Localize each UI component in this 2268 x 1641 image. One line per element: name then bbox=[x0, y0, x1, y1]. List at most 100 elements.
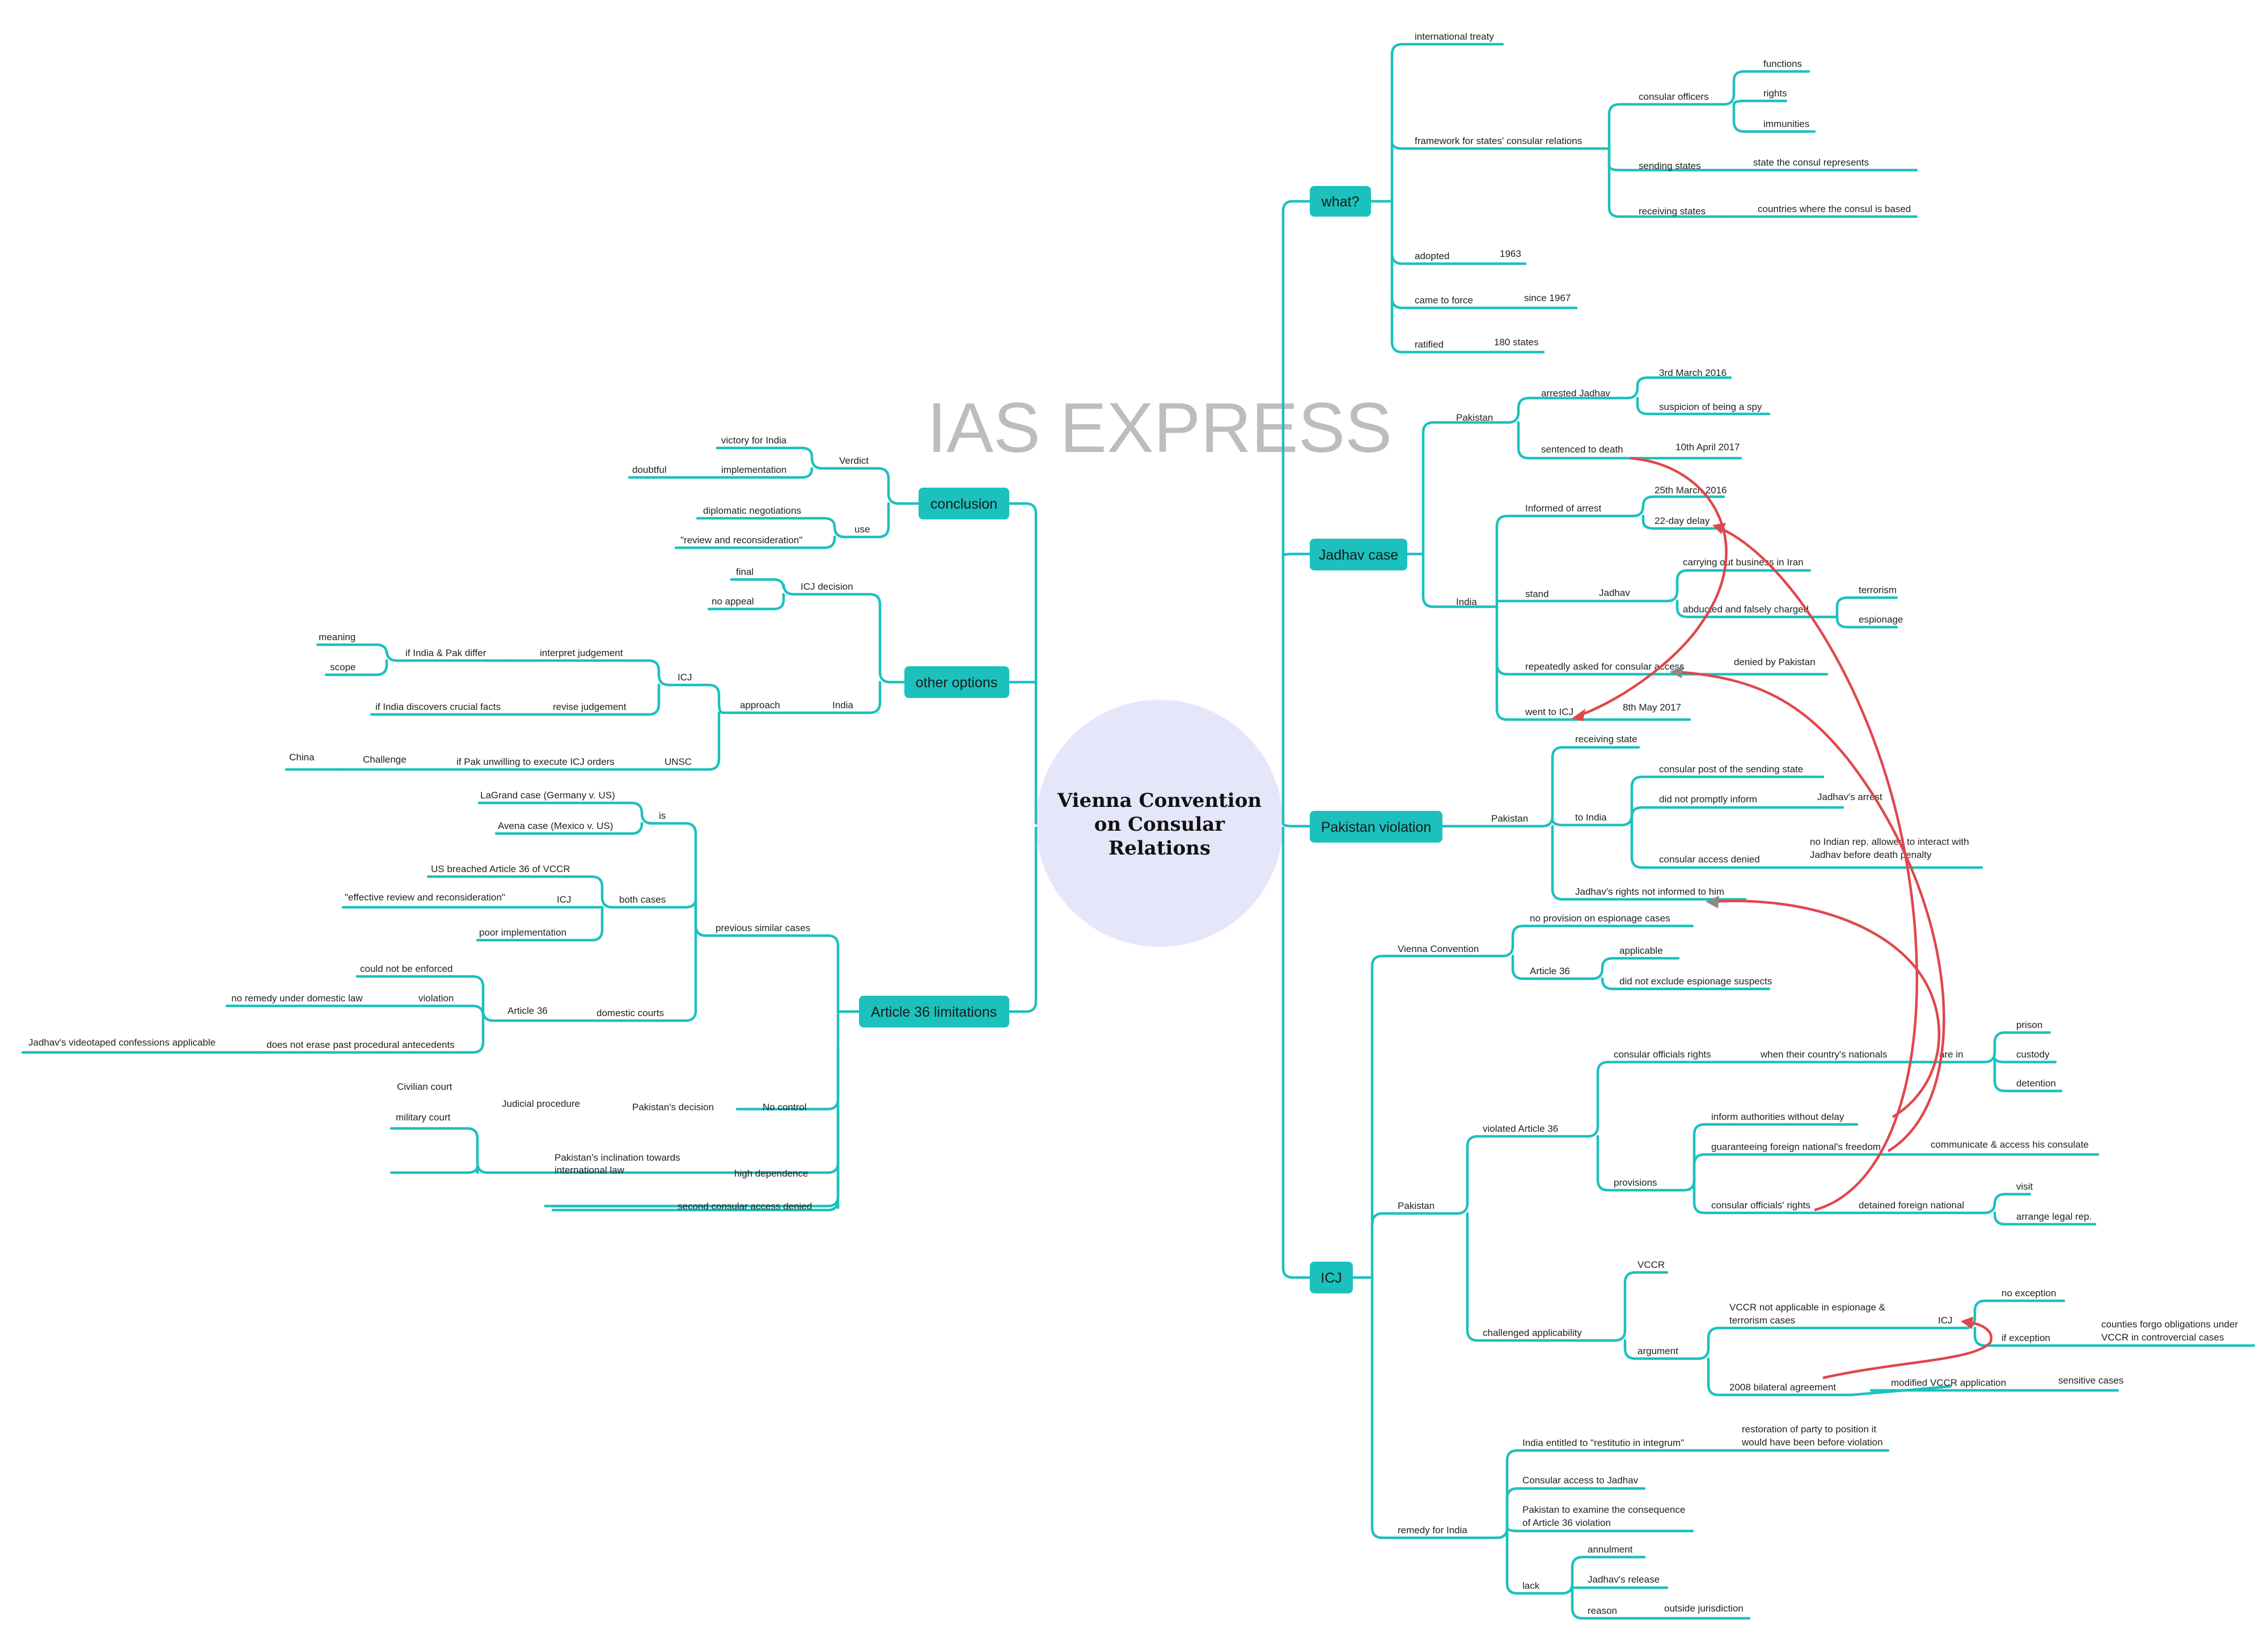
label-pak-unwilling[interactable]: if Pak unwilling to execute ICJ orders bbox=[456, 756, 615, 767]
label-videotaped-confessions[interactable]: Jadhav's videotaped confessions applicab… bbox=[28, 1037, 215, 1048]
label-international-treaty[interactable]: international treaty bbox=[1415, 31, 1494, 42]
label-sentenced-to-death[interactable]: sentenced to death bbox=[1541, 444, 1623, 455]
topic-other-options[interactable]: other options bbox=[904, 666, 1009, 698]
label-denied-by-pakistan[interactable]: denied by Pakistan bbox=[1734, 657, 1816, 667]
label-espionage[interactable]: espionage bbox=[1859, 614, 1903, 625]
label-suspicion-spy[interactable]: suspicion of being a spy bbox=[1659, 401, 1762, 412]
label-receiving-states[interactable]: receiving states bbox=[1639, 206, 1706, 217]
label-previous-similar-cases[interactable]: previous similar cases bbox=[716, 923, 810, 933]
label-communicate-access[interactable]: communicate & access his consulate bbox=[1931, 1139, 2089, 1150]
label-vienna-convention[interactable]: Vienna Convention bbox=[1398, 944, 1479, 954]
label-options-india[interactable]: India bbox=[832, 700, 853, 710]
label-no-appeal[interactable]: no appeal bbox=[712, 596, 754, 607]
label-verdict[interactable]: Verdict bbox=[839, 455, 869, 466]
label-10th-april-2017[interactable]: 10th April 2017 bbox=[1675, 442, 1740, 452]
label-carrying-out-business[interactable]: carrying out business in Iran bbox=[1683, 557, 1804, 568]
label-violation-pakistan[interactable]: Pakistan bbox=[1491, 813, 1528, 824]
label-22-day-delay[interactable]: 22-day delay bbox=[1655, 515, 1710, 526]
label-civilian-court[interactable]: Civilian court bbox=[397, 1081, 452, 1092]
label-did-not-promptly-inform[interactable]: did not promptly inform bbox=[1659, 794, 1757, 805]
label-inclination-2[interactable]: international law bbox=[555, 1165, 625, 1175]
label-sensitive-cases[interactable]: sensitive cases bbox=[2058, 1375, 2123, 1386]
label-does-not-erase[interactable]: does not erase past procedural anteceden… bbox=[266, 1039, 455, 1050]
topic-article-36-limitations[interactable]: Article 36 limitations bbox=[859, 996, 1009, 1027]
label-jadhavs-release[interactable]: Jadhav's release bbox=[1588, 1574, 1660, 1585]
label-sending-states-def[interactable]: state the consul represents bbox=[1753, 157, 1869, 168]
label-consular-officers[interactable]: consular officers bbox=[1639, 91, 1708, 102]
label-unsc[interactable]: UNSC bbox=[665, 756, 692, 767]
label-options-icj[interactable]: ICJ bbox=[678, 672, 692, 683]
label-8th-may-2017[interactable]: 8th May 2017 bbox=[1623, 702, 1681, 713]
label-visit[interactable]: visit bbox=[2016, 1181, 2033, 1192]
label-effective-review[interactable]: "effective review and reconsideration" bbox=[345, 892, 505, 903]
label-jadhavs-arrest[interactable]: Jadhav's arrest bbox=[1817, 792, 1882, 802]
label-judicial-procedure[interactable]: Judicial procedure bbox=[502, 1098, 580, 1109]
label-challenged-applicability[interactable]: challenged applicability bbox=[1483, 1327, 1582, 1338]
label-avena-case[interactable]: Avena case (Mexico v. US) bbox=[498, 820, 613, 831]
topic-what[interactable]: what? bbox=[1310, 186, 1371, 217]
label-adopted[interactable]: adopted bbox=[1415, 251, 1449, 261]
label-final[interactable]: final bbox=[736, 566, 754, 577]
label-icj-pakistan[interactable]: Pakistan bbox=[1398, 1200, 1435, 1211]
label-detained-foreign-national[interactable]: detained foreign national bbox=[1859, 1200, 1964, 1211]
label-both-cases[interactable]: both cases bbox=[619, 894, 666, 905]
label-180-states[interactable]: 180 states bbox=[1494, 337, 1538, 348]
label-discovers-crucial-facts[interactable]: if India discovers crucial facts bbox=[375, 701, 501, 712]
label-doubtful[interactable]: doubtful bbox=[632, 464, 667, 475]
label-reason[interactable]: reason bbox=[1588, 1605, 1617, 1616]
label-arrange-legal-rep[interactable]: arrange legal rep. bbox=[2016, 1211, 2092, 1222]
root-node[interactable]: Vienna Convention on Consular Relations bbox=[1036, 700, 1283, 947]
label-violated-article-36[interactable]: violated Article 36 bbox=[1483, 1123, 1558, 1134]
label-are-in[interactable]: are in bbox=[1939, 1049, 1964, 1060]
label-receiving-states-def[interactable]: countries where the consul is based bbox=[1758, 204, 1911, 214]
label-modified-vccr[interactable]: modified VCCR application bbox=[1891, 1377, 2006, 1388]
label-when-nationals[interactable]: when their country's nationals bbox=[1760, 1049, 1887, 1060]
label-if-india-pak-differ[interactable]: if India & Pak differ bbox=[405, 648, 486, 658]
label-restoration-1[interactable]: restoration of party to position it bbox=[1742, 1424, 1876, 1435]
label-limitations-icj[interactable]: ICJ bbox=[557, 894, 572, 905]
label-inform-without-delay[interactable]: inform authorities without delay bbox=[1711, 1111, 1844, 1122]
label-domestic-courts[interactable]: domestic courts bbox=[596, 1008, 664, 1018]
label-framework[interactable]: framework for states' consular relations bbox=[1415, 136, 1582, 146]
label-stand[interactable]: stand bbox=[1525, 589, 1549, 599]
label-abducted-falsely-charged[interactable]: abducted and falsely charged bbox=[1683, 604, 1809, 615]
label-3rd-march-2016[interactable]: 3rd March 2016 bbox=[1659, 367, 1727, 378]
label-provisions[interactable]: provisions bbox=[1614, 1177, 1657, 1188]
label-vccr[interactable]: VCCR bbox=[1637, 1259, 1665, 1270]
label-interpret-judgement[interactable]: interpret judgement bbox=[540, 648, 623, 658]
label-25th-march-2016[interactable]: 25th March 2016 bbox=[1655, 485, 1727, 496]
label-restoration-2[interactable]: would have been before violation bbox=[1741, 1437, 1883, 1448]
label-remedy-for-india[interactable]: remedy for India bbox=[1398, 1525, 1467, 1536]
label-came-to-force[interactable]: came to force bbox=[1415, 295, 1473, 306]
label-receiving-state[interactable]: receiving state bbox=[1575, 734, 1637, 745]
label-icj-article-36[interactable]: Article 36 bbox=[1530, 966, 1570, 976]
topic-conclusion[interactable]: conclusion bbox=[919, 488, 1009, 519]
label-consular-officials-rights-2[interactable]: consular officials' rights bbox=[1711, 1200, 1810, 1211]
label-restitutio[interactable]: India entitled to "restitutio in integru… bbox=[1522, 1437, 1684, 1448]
label-victory-for-india[interactable]: victory for India bbox=[721, 435, 787, 446]
label-approach[interactable]: approach bbox=[740, 700, 780, 710]
label-applicable[interactable]: applicable bbox=[1619, 945, 1663, 956]
label-no-exception[interactable]: no exception bbox=[2002, 1288, 2056, 1299]
label-consular-access-jadhav[interactable]: Consular access to Jadhav bbox=[1522, 1475, 1639, 1486]
label-custody[interactable]: custody bbox=[2016, 1049, 2050, 1060]
label-violation[interactable]: violation bbox=[418, 993, 454, 1004]
topic-icj[interactable]: ICJ bbox=[1310, 1262, 1353, 1293]
label-detention[interactable]: detention bbox=[2016, 1078, 2056, 1089]
label-guaranteeing-freedom[interactable]: guaranteeing foreign national's freedom bbox=[1711, 1141, 1881, 1152]
label-arrested-jadhav[interactable]: arrested Jadhav bbox=[1541, 388, 1610, 399]
label-icj-decision[interactable]: ICJ decision bbox=[801, 581, 853, 592]
label-forgo-obligations-2[interactable]: VCCR in controvercial cases bbox=[2101, 1332, 2224, 1343]
label-to-india[interactable]: to India bbox=[1575, 812, 1607, 823]
label-functions[interactable]: functions bbox=[1763, 58, 1802, 69]
label-examine-consequence-2[interactable]: of Article 36 violation bbox=[1522, 1517, 1611, 1528]
label-meaning[interactable]: meaning bbox=[319, 632, 356, 642]
label-pakistans-decision[interactable]: Pakistan's decision bbox=[632, 1102, 714, 1113]
label-repeatedly-asked[interactable]: repeatedly asked for consular access bbox=[1525, 661, 1685, 672]
topic-jadhav-case[interactable]: Jadhav case bbox=[1310, 539, 1407, 570]
label-jadhav-pakistan[interactable]: Pakistan bbox=[1456, 412, 1493, 423]
label-china[interactable]: China bbox=[289, 752, 315, 763]
label-inclination-1[interactable]: Pakistan's inclination towards bbox=[555, 1152, 680, 1163]
label-no-control[interactable]: No control bbox=[763, 1102, 806, 1113]
label-immunities[interactable]: immunities bbox=[1763, 119, 1809, 129]
